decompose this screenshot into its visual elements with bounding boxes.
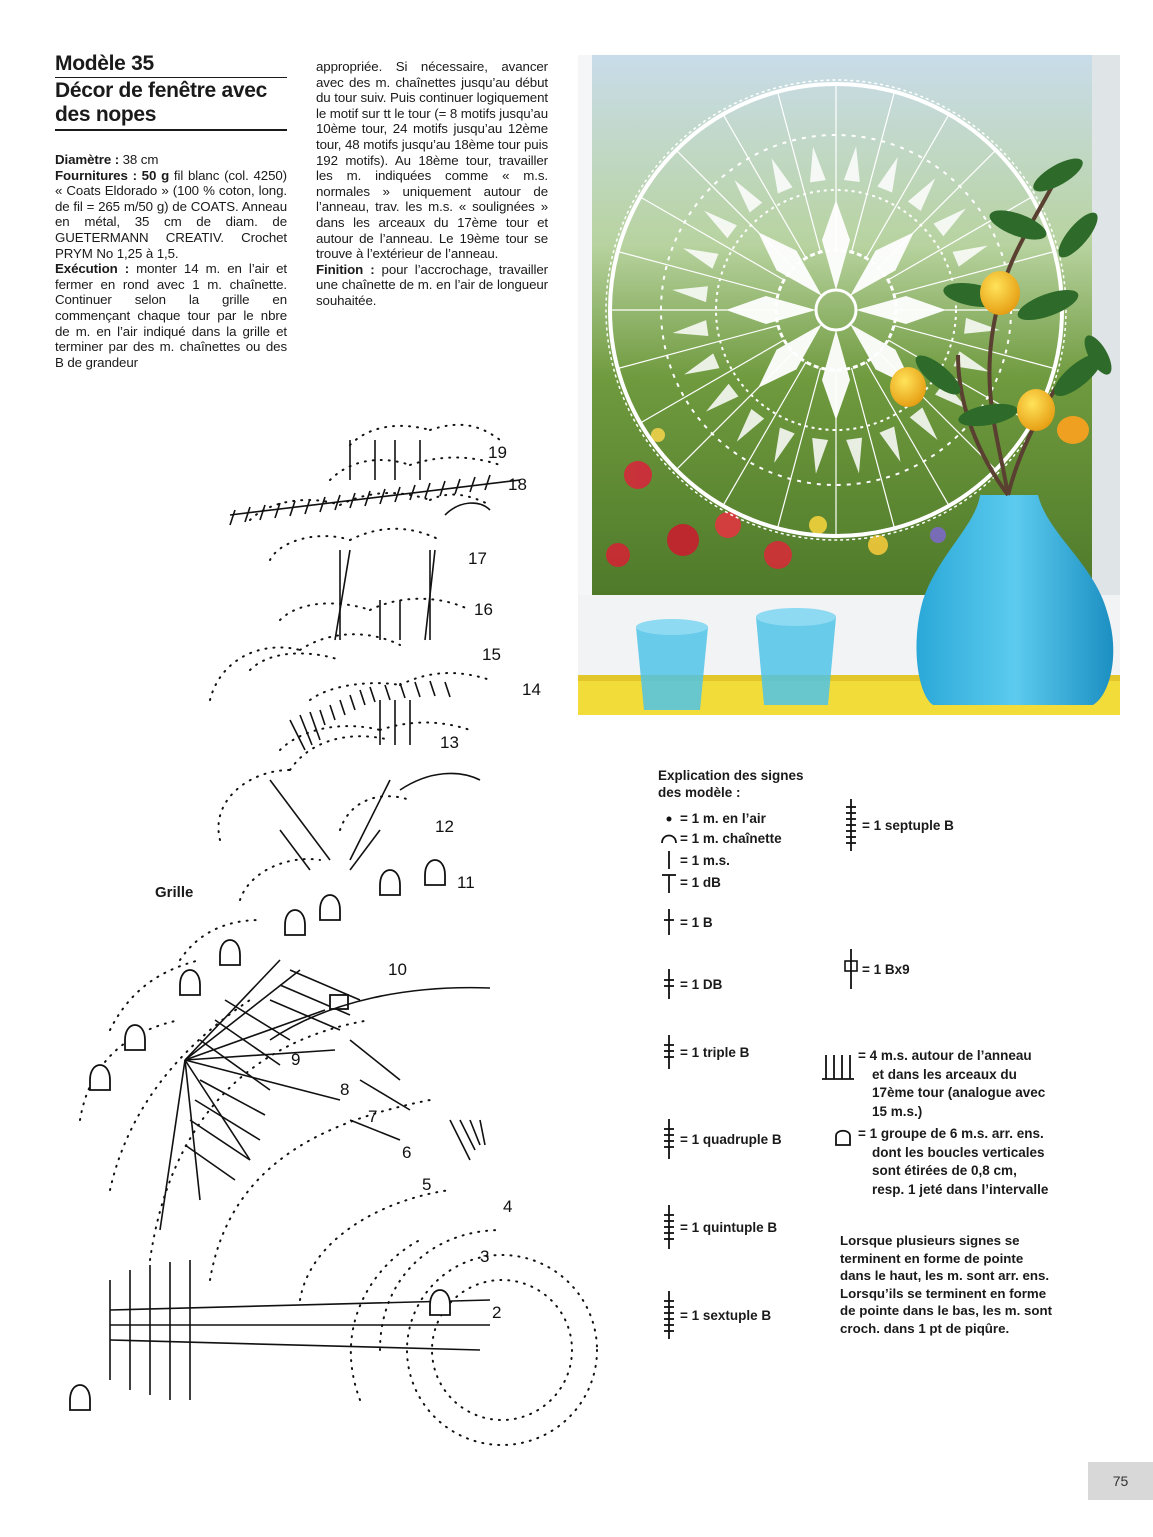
bx9-icon — [844, 949, 858, 989]
finishing-text: pour l’accrochage, travailler une chaîne… — [316, 261, 549, 308]
nope-line-1: = 1 groupe de 6 m.s. arr. ens. — [858, 1126, 1044, 1141]
legend-label-septuple: = 1 septuple B — [862, 817, 954, 833]
legend-label-quintuple: = 1 quintuple B — [680, 1219, 778, 1235]
round-14: 14 — [522, 680, 541, 699]
round-12: 12 — [435, 817, 454, 836]
legend-item-quintuple: = 1 quintuple B — [658, 1203, 777, 1251]
diameter-label: Diamètre : — [55, 152, 120, 167]
instructions-column-1: Diamètre : 38 cm Fournitures : 50 g fil … — [55, 152, 287, 370]
legend-label-slip-stitch: = 1 m. chaînette — [680, 830, 782, 846]
round-7: 7 — [368, 1107, 377, 1126]
product-photo — [578, 55, 1120, 715]
legend-item-bx9: = 1 Bx9 — [840, 947, 910, 991]
triple-b-icon — [664, 1035, 674, 1069]
title-line-1: Décor de fenêtre avec — [55, 79, 267, 102]
round-15: 15 — [482, 645, 501, 664]
supplies-label: Fournitures : 50 g — [55, 167, 170, 183]
legend-title-line-1: Explication des signes — [658, 768, 804, 783]
ring-sc-line-4: 15 m.s.) — [872, 1103, 923, 1119]
legend-item-sextuple: = 1 sextuple B — [658, 1289, 771, 1341]
diameter-value: 38 cm — [119, 152, 159, 167]
crochet-diagram: 19 18 17 16 15 14 13 12 11 10 9 8 7 6 5 … — [50, 400, 610, 1510]
legend-item-double-treble: = 1 DB — [658, 967, 722, 1001]
round-6: 6 — [402, 1143, 411, 1162]
legend-item-half-double: = 1 dB — [658, 871, 721, 893]
legend-label-chain: = 1 m. en l’air — [680, 810, 766, 826]
legend-note: Lorsque plusieurs signes se terminent en… — [840, 1233, 1053, 1336]
legend-title-line-2: des modèle : — [658, 785, 741, 800]
legend-item-single-crochet: = 1 m.s. — [658, 849, 730, 871]
round-4: 4 — [503, 1197, 512, 1216]
quintuple-b-icon — [664, 1205, 674, 1249]
round-18: 18 — [508, 475, 527, 494]
line-icon — [668, 851, 670, 869]
db-icon — [664, 969, 674, 999]
nope-line-4: resp. 1 jeté dans l’intervalle — [872, 1181, 1049, 1197]
legend-item-quadruple: = 1 quadruple B — [658, 1117, 782, 1161]
legend-item-double: = 1 B — [658, 907, 713, 937]
sextuple-b-icon — [664, 1291, 674, 1339]
nope-line-3: sont étirées de 0,8 cm, — [872, 1163, 1017, 1178]
t-icon — [662, 874, 676, 893]
crochet-chart-svg: 19 18 17 16 15 14 13 12 11 10 9 8 7 6 5 … — [69, 423, 598, 1446]
article-title: Modèle 35 Décor de fenêtre avec des nope… — [55, 52, 287, 131]
legend-item-chain: = 1 m. en l’air — [658, 807, 766, 829]
legend-item-triple: = 1 triple B — [658, 1033, 749, 1071]
round-10: 10 — [388, 960, 407, 979]
round-9: 9 — [291, 1050, 300, 1069]
doily-photo-illustration — [578, 55, 1120, 715]
ring-sc-line-2: et dans les arceaux du — [872, 1066, 1017, 1082]
supplies-text: fil blanc (col. 4250) « Coats Eldorado »… — [55, 167, 287, 261]
b-icon — [664, 909, 674, 935]
round-16: 16 — [474, 600, 493, 619]
round-11: 11 — [457, 873, 475, 892]
instructions-column-2: appropriée. Si nécessaire, avancer avec … — [316, 59, 548, 309]
dot-icon — [666, 816, 672, 822]
septuple-b-icon — [846, 799, 856, 851]
arc-icon — [661, 834, 677, 844]
round-numbers: 19 18 17 16 15 14 13 12 11 10 9 8 7 6 5 … — [291, 443, 541, 1322]
finishing-label: Finition : — [316, 261, 375, 277]
legend-item-slip-stitch: = 1 m. chaînette — [658, 827, 782, 849]
legend-label-single-crochet: = 1 m.s. — [680, 852, 730, 868]
round-2: 2 — [492, 1303, 501, 1322]
ring-stitch-icon — [822, 1055, 854, 1080]
nope-icon — [835, 1129, 851, 1146]
nope-line-2: dont les boucles verticales — [872, 1144, 1045, 1160]
model-number: Modèle 35 — [55, 52, 287, 78]
page-number: 75 — [1088, 1462, 1153, 1500]
quadruple-b-icon — [664, 1119, 674, 1159]
symbol-legend: Explication des signes des modèle : = 1 … — [658, 767, 1088, 1407]
round-13: 13 — [440, 733, 459, 752]
legend-label-bx9: = 1 Bx9 — [862, 961, 910, 977]
grille-label: Grille — [155, 884, 194, 901]
round-3: 3 — [480, 1247, 489, 1266]
legend-label-triple: = 1 triple B — [680, 1044, 750, 1060]
ring-sc-line-1: = 4 m.s. autour de l’anneau — [858, 1048, 1032, 1063]
ring-sc-line-3: 17ème tour (analogue avec — [872, 1085, 1046, 1100]
execution-continued: appropriée. Si nécessaire, avancer avec … — [316, 59, 548, 262]
legend-label-double-treble: = 1 DB — [680, 976, 723, 992]
legend-label-sextuple: = 1 sextuple B — [680, 1307, 772, 1323]
title-line-2: des nopes — [55, 103, 157, 126]
round-17: 17 — [468, 549, 487, 568]
execution-text: monter 14 m. en l’air et fermer en rond … — [55, 261, 287, 370]
legend-title: Explication des signes des modèle : — [658, 767, 818, 801]
round-8: 8 — [340, 1080, 349, 1099]
round-19: 19 — [488, 443, 507, 462]
execution-label: Exécution : — [55, 261, 130, 277]
legend-label-half-double: = 1 dB — [680, 874, 721, 890]
legend-item-septuple: = 1 septuple B — [840, 797, 954, 853]
legend-label-quadruple: = 1 quadruple B — [680, 1131, 782, 1147]
legend-label-double: = 1 B — [680, 914, 713, 930]
round-5: 5 — [422, 1175, 431, 1194]
